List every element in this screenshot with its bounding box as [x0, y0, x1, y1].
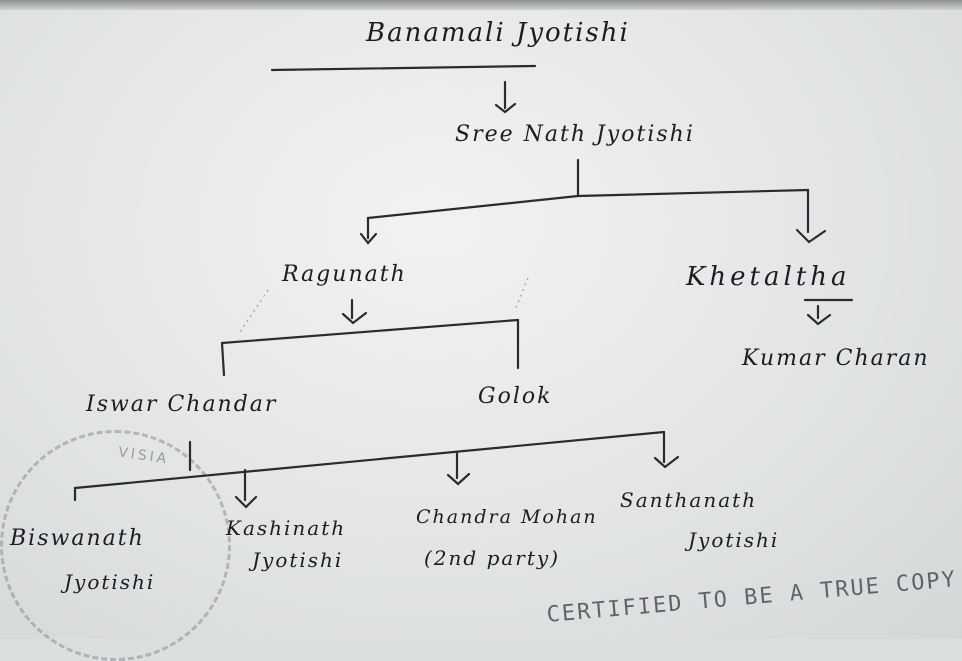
gen4-branch-line: [220, 318, 520, 345]
node-second-party: (2nd party): [424, 546, 560, 570]
gen5-branch-line: [73, 430, 666, 490]
page-fold-shadow: [0, 0, 962, 10]
node-ragunath: Ragunath: [282, 262, 407, 287]
arrowhead-kashinath: [234, 495, 258, 509]
arrowhead-ragunath-down: [341, 311, 368, 325]
bracket-left-leg: [220, 341, 226, 377]
node-root: Banamali Jyotishi: [366, 18, 630, 48]
arrowhead-chandra: [446, 472, 471, 486]
node-biswanath-surname: Jyotishi: [64, 570, 156, 594]
node-golok: Golok: [478, 384, 553, 409]
arrowhead-kumar: [806, 313, 832, 326]
node-biswanath: Biswanath: [10, 526, 145, 551]
arrowhead-khetaltha: [795, 228, 827, 244]
node-kashinath-surname: Jyotishi: [252, 548, 344, 572]
faint-pencil-mark-left: [237, 289, 269, 336]
arrowhead-santhanath: [653, 455, 680, 469]
node-kumar-charan: Kumar Charan: [742, 346, 930, 371]
family-tree-lines: [73, 64, 854, 509]
node-chandra-mohan: Chandra Mohan: [416, 506, 598, 528]
arrowhead-gen2: [494, 102, 517, 114]
arrowhead-ragunath: [359, 232, 378, 245]
root-underline: [270, 64, 537, 72]
node-santhanath-surname: Jyotishi: [688, 528, 780, 552]
faint-pencil-mark-right: [514, 277, 529, 311]
node-kashinath: Kashinath: [226, 516, 347, 540]
node-iswar-chandar: Iswar Chandar: [86, 392, 278, 417]
node-khetaltha: Khetaltha: [686, 262, 851, 292]
node-santhanath: Santhanath: [620, 488, 758, 512]
gen3-branch-line: [366, 188, 810, 220]
node-gen2: Sree Nath Jyotishi: [455, 122, 695, 147]
